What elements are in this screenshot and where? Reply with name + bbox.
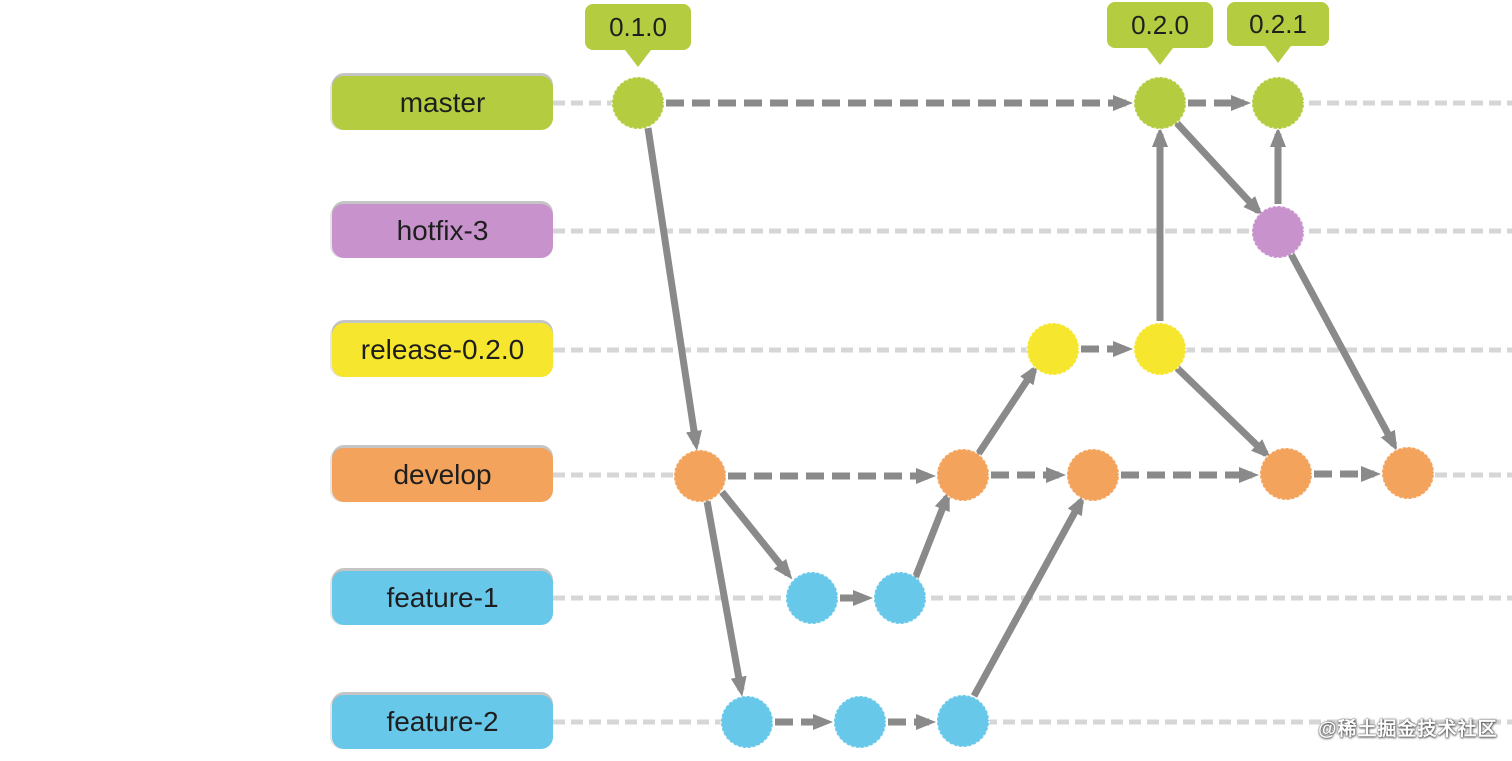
commit-node-feature-1 [873,571,927,625]
commit-node-feature-2 [936,694,990,748]
commit-node-feature-2 [720,695,774,749]
commit-node-master [1251,76,1305,130]
tag-0.2.1: 0.2.1 [1227,2,1329,63]
commit-node-release-0.2.0 [1133,322,1187,376]
commit-node-hotfix-3 [1251,205,1305,259]
merge-feature-1-to-develop [910,490,951,583]
commit-node-master [1133,76,1187,130]
branch-label-release-0.2.0: release-0.2.0 [332,323,553,377]
commit-node-release-0.2.0 [1026,322,1080,376]
branch-develop-to-feature-1 [719,489,793,580]
tag-pointer-icon [625,50,651,67]
merge-feature-2-to-develop [970,494,1085,698]
commit-node-feature-1 [785,571,839,625]
branch-label-master: master [332,76,553,130]
commit-node-develop [1259,447,1313,501]
tag-label: 0.2.1 [1249,8,1307,39]
tag-0.1.0: 0.1.0 [585,4,691,67]
merge-release-to-develop [1173,364,1272,459]
branch-label-develop: develop [332,448,553,502]
commit-node-feature-2 [833,695,887,749]
commit-node-master [611,76,665,130]
commit-node-develop [673,449,727,503]
tag-0.2.0: 0.2.0 [1107,2,1213,65]
branch-master-to-develop [644,127,702,451]
tag-label: 0.1.0 [609,11,667,42]
branch-develop-to-release [974,364,1038,458]
watermark: @稀土掘金技术社区 [1318,719,1498,740]
tag-pointer-icon [1265,46,1291,63]
commit-node-develop [1066,448,1120,502]
branch-develop-to-feature-2 [703,500,747,697]
branch-master-to-hotfix [1171,117,1263,217]
tag-pointer-icon [1147,48,1173,65]
branch-label-feature-2: feature-2 [332,695,553,749]
commit-node-develop [936,448,990,502]
tag-label: 0.2.0 [1131,9,1189,40]
branch-label-hotfix-3: hotfix-3 [332,204,553,258]
commit-node-develop [1381,446,1435,500]
merge-hotfix-to-develop [1287,252,1398,452]
branch-label-feature-1: feature-1 [332,571,553,625]
